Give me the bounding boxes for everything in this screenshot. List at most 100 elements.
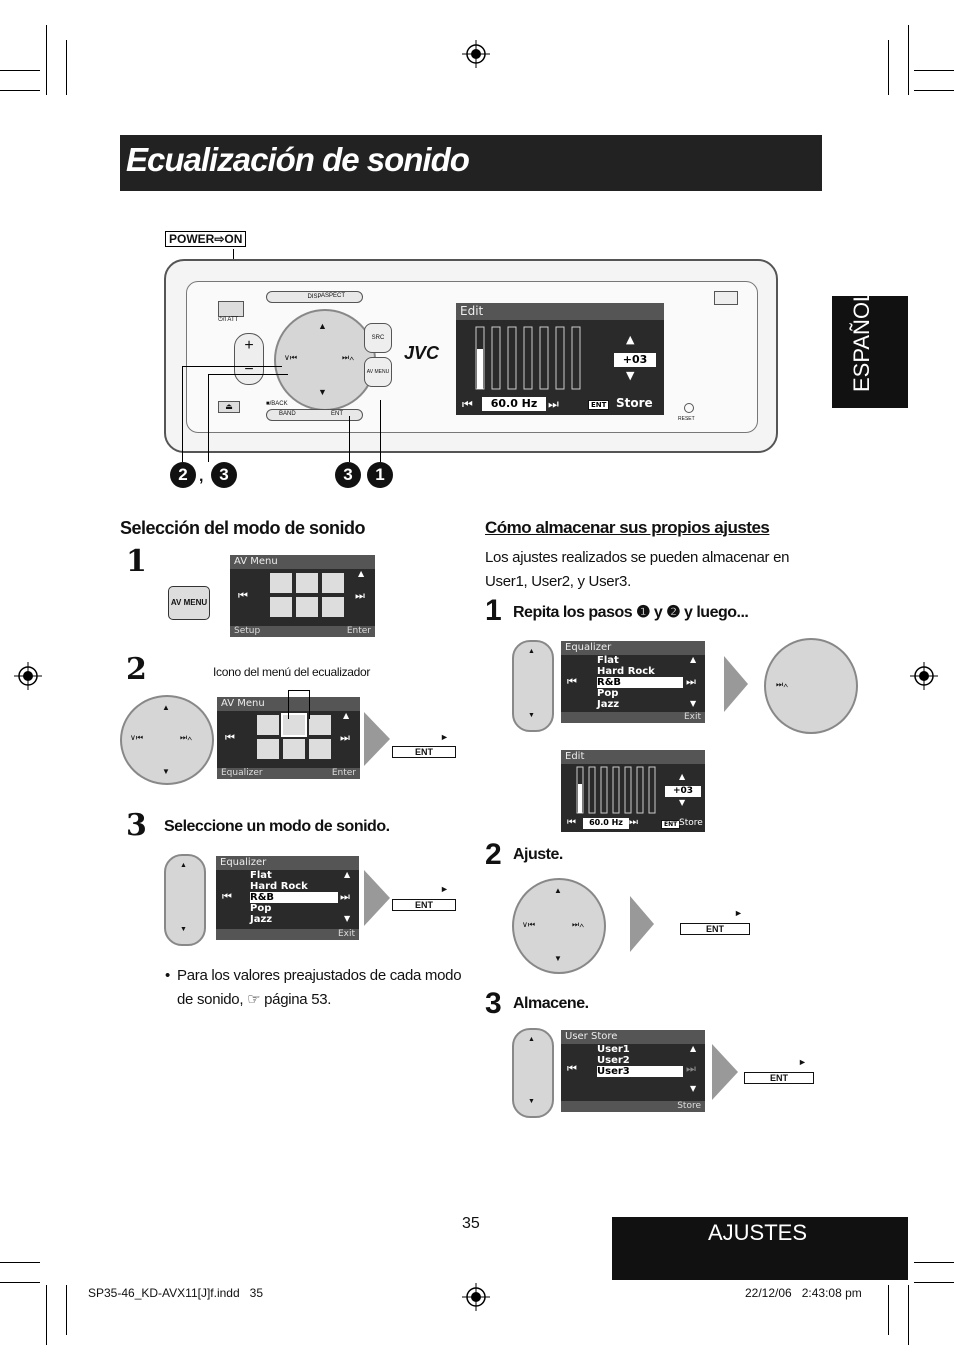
ent-key[interactable]: ENT	[680, 923, 750, 935]
leader-line	[349, 416, 350, 462]
list-item[interactable]: Jazz	[250, 914, 273, 925]
ent-key[interactable]: ENT	[744, 1072, 814, 1084]
screen-footer-right: Exit	[683, 712, 701, 722]
up-arrow-icon: ▲	[180, 862, 187, 869]
list-item[interactable]: Flat	[250, 870, 272, 881]
press-arrow-icon: ►	[798, 1057, 807, 1067]
step-number: 1	[126, 544, 147, 579]
crop-mark	[914, 1262, 954, 1263]
list-item-selected[interactable]: User3	[597, 1066, 683, 1077]
screen-footer-right: Enter	[331, 768, 356, 778]
band-ent-button[interactable]: BAND ENT	[266, 409, 363, 421]
up-arrow-icon: ▲	[690, 1044, 697, 1053]
screen-footer: Exit	[561, 712, 705, 723]
eq-mode-list: Flat Hard Rock R&B Pop Jazz	[250, 870, 338, 925]
car-stereo: DISP ASPECT ⏻/I ATT +− ▲ ▼ ∨⏮ ⏭∧ SRC AV …	[164, 259, 778, 453]
eq-bars	[475, 326, 581, 390]
bluetooth-icon	[322, 597, 344, 617]
list-item[interactable]: Pop	[250, 903, 272, 914]
down-arrow-icon: ▼	[679, 798, 686, 807]
device-screen-value: +03	[614, 353, 656, 367]
edit-screen: Edit ▲ +03 ▼ ⏮ 60.0 Hz ⏭ ENT Store	[561, 750, 705, 832]
control-dial-side[interactable]: ▲ ▼	[512, 640, 554, 732]
down-arrow-icon: ▼	[318, 387, 327, 397]
screen-footer-right: Exit	[337, 929, 355, 939]
control-dial-side[interactable]: ▲ ▼	[164, 854, 206, 946]
screen-footer-right: Enter	[346, 626, 371, 636]
control-dial[interactable]: ⏭∧	[764, 638, 858, 734]
callout-number: 3	[211, 462, 237, 488]
aspect-button[interactable]: ASPECT	[308, 291, 358, 301]
step-number: 2	[485, 838, 502, 871]
list-item[interactable]: Hard Rock	[250, 881, 308, 892]
disc-icon	[270, 597, 292, 617]
down-arrow-icon: ▼	[528, 712, 535, 719]
step-instruction: Seleccione un modo de sonido.	[164, 818, 390, 835]
screen-footer-left: Setup	[234, 626, 261, 636]
leader-line	[208, 374, 288, 375]
device-screen-freq: 60.0 Hz	[482, 397, 546, 411]
next-icon: ⏭∧	[572, 920, 585, 929]
power-on-label: POWER⇨ON	[165, 231, 247, 247]
down-arrow-icon: ▼	[554, 954, 562, 963]
ent-key[interactable]: ENT	[392, 746, 456, 758]
equalizer-screen: Equalizer ⏮ Flat Hard Rock R&B Pop Jazz …	[561, 641, 705, 723]
up-arrow-icon: ▲	[358, 569, 365, 578]
disp-button-label: DISP	[307, 294, 322, 300]
list-item[interactable]: User1	[597, 1044, 630, 1055]
av-menu-button[interactable]: AV MENU	[364, 357, 392, 387]
screen-footer: Equalizer Enter	[217, 768, 360, 779]
volume-buttons[interactable]: +−	[234, 333, 264, 385]
power-button[interactable]	[218, 301, 244, 317]
list-item[interactable]: Jazz	[597, 699, 620, 710]
aspect-button-label: ASPECT	[320, 293, 345, 299]
list-item-selected[interactable]: R&B	[597, 677, 683, 688]
disp-button[interactable]: DISP	[266, 291, 363, 303]
eject-button[interactable]: ⏏	[218, 401, 240, 413]
control-dial[interactable]: ▲ ▼ ∨⏮ ⏭∧	[274, 309, 376, 411]
band-label: BAND	[279, 411, 296, 417]
control-dial[interactable]: ▲ ▼ ∨⏮ ⏭∧	[120, 695, 214, 785]
device-screen-store: Store	[616, 396, 653, 410]
list-item[interactable]: Hard Rock	[597, 666, 655, 677]
list-item[interactable]: Flat	[597, 655, 619, 666]
list-item[interactable]: User2	[597, 1055, 630, 1066]
leader-line	[288, 690, 310, 719]
bullet-marker: •	[165, 967, 170, 984]
src-button[interactable]: SRC	[364, 323, 392, 353]
control-dial-side[interactable]: ▲ ▼	[512, 1028, 554, 1118]
right-section-heading: Cómo almacenar sus propios ajustes	[485, 518, 770, 537]
next-icon: ⏭∧	[776, 680, 789, 689]
eq-icon-caption: Icono del menú del ecualizador	[213, 665, 371, 679]
ent-label: ENT	[331, 411, 343, 417]
next-icon: ⏭	[355, 589, 365, 602]
ent-key[interactable]: ENT	[392, 899, 456, 911]
registration-mark-icon	[462, 40, 490, 68]
callout-number: 2	[170, 462, 196, 488]
device-screen-ent: ENT	[588, 400, 610, 410]
step-number: 3	[126, 808, 147, 843]
down-arrow-icon: ▼	[626, 369, 635, 382]
step-instruction: Ajuste.	[513, 846, 563, 863]
next-icon: ⏭	[340, 890, 350, 903]
reset-button[interactable]	[684, 403, 694, 413]
up-arrow-icon: ▲	[554, 886, 562, 895]
control-dial[interactable]: ▲ ▼ ∨⏮ ⏭∧	[512, 878, 606, 974]
step-number: 2	[126, 652, 147, 687]
screen-footer: Exit	[216, 929, 359, 940]
att-label: ⏻/I ATT	[218, 317, 239, 323]
device-screen: Edit ▲ +03 ▼ ⏮ 60.0 Hz ⏭ ENT Store	[456, 303, 664, 415]
list-item[interactable]: Pop	[597, 688, 619, 699]
press-arrow-icon: ►	[440, 732, 449, 742]
page-title: Ecualización de sonido	[126, 141, 470, 178]
gray-arrow-icon	[724, 656, 748, 712]
setup-icon	[257, 715, 279, 735]
av-menu-key[interactable]: AV MENU	[168, 586, 210, 620]
down-arrow-icon: ▼	[180, 926, 187, 933]
list-item-selected[interactable]: R&B	[250, 892, 338, 903]
screen-footer: Setup Enter	[230, 626, 375, 637]
gray-arrow-icon	[712, 1044, 738, 1100]
down-arrow-icon: ▼	[690, 699, 697, 708]
detach-button[interactable]	[714, 291, 738, 305]
up-arrow-icon: ▲	[626, 333, 635, 346]
